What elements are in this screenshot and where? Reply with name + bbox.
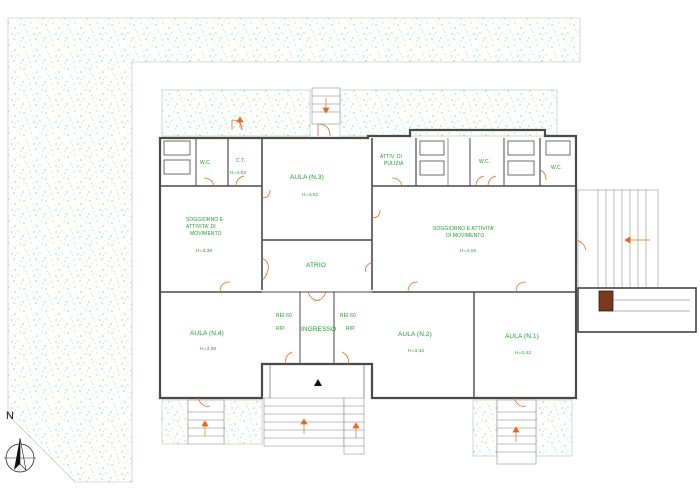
aula2-label: AULA (N.2)	[398, 331, 432, 338]
soggiorno-left-height: H=3,39	[196, 249, 213, 254]
aula4-height: H=3,36	[200, 347, 217, 352]
rip-right-tag: REI 60	[340, 313, 356, 319]
soggiorno-left-label-3: MOVIMENTO	[190, 231, 222, 237]
entrance-marker-icon	[314, 379, 322, 386]
doors	[197, 119, 587, 407]
attiv-pulizia-label-2: PULIZIA	[384, 161, 404, 167]
soggiorno-right-label-2: DI MOVIMENTO	[446, 233, 485, 239]
stairs	[187, 87, 697, 465]
ct-label: C.T.	[236, 158, 246, 164]
ingresso-label: INGRESSO	[301, 326, 337, 333]
soggiorno-right-height: H=4,15	[460, 249, 477, 254]
aula1-height: H=3,42	[515, 351, 532, 356]
wc-mid-label: W.C.	[479, 159, 491, 165]
attiv-pulizia-label-1: ATTIV. DI	[380, 154, 403, 160]
aula3-height: H=4,02	[302, 193, 319, 198]
rip-left-tag: REI 60	[276, 313, 292, 319]
building-walls	[158, 128, 578, 400]
rip-right-label: RIP.	[346, 326, 356, 332]
soggiorno-left-label-1: SOGGIORNO E	[186, 217, 224, 223]
soggiorno-left-label-2: ATTIVITA' DI	[186, 224, 216, 230]
ct-height: H=4,03	[230, 171, 247, 176]
rip-left-label: RIP.	[276, 326, 286, 332]
north-arrow-icon	[4, 437, 36, 473]
wc-right-label: W.C.	[551, 165, 563, 171]
wc-left-label: W.C.	[200, 160, 212, 166]
direction-arrows	[201, 98, 650, 442]
atrio-label: ATRIO	[306, 262, 326, 269]
aula1-label: AULA (N.1)	[505, 333, 539, 340]
soggiorno-right-label-1: SOGGIORNO E ATTIVITA'	[433, 226, 495, 232]
aula4-label: AULA (N.4)	[190, 330, 224, 337]
aula3-label: AULA (N.3)	[290, 174, 324, 181]
aula2-height: H=3,42	[408, 349, 425, 354]
north-label: N	[6, 410, 14, 422]
